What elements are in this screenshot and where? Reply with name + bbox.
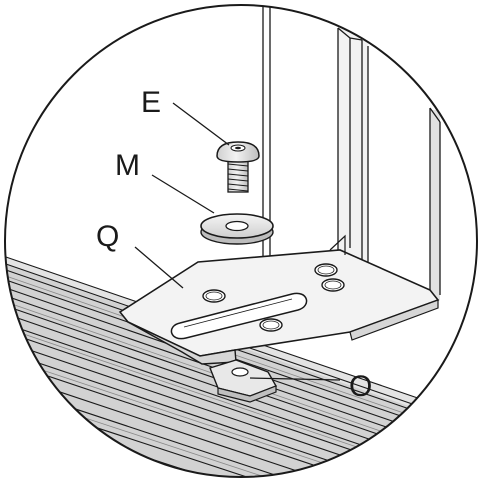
callout-q: Q [96, 220, 119, 253]
angle-bracket [118, 234, 440, 365]
callout-e: E [141, 86, 161, 119]
leader-line-m [151, 174, 215, 214]
detail-circle-border [4, 4, 478, 478]
callout-m: M [115, 149, 140, 182]
leader-line-o [249, 377, 341, 381]
callout-o: O [349, 370, 372, 403]
leader-lines [134, 102, 341, 381]
t-nut [209, 359, 278, 403]
washer [200, 213, 274, 245]
leader-line-q [134, 246, 184, 289]
leader-line-e [172, 102, 230, 146]
